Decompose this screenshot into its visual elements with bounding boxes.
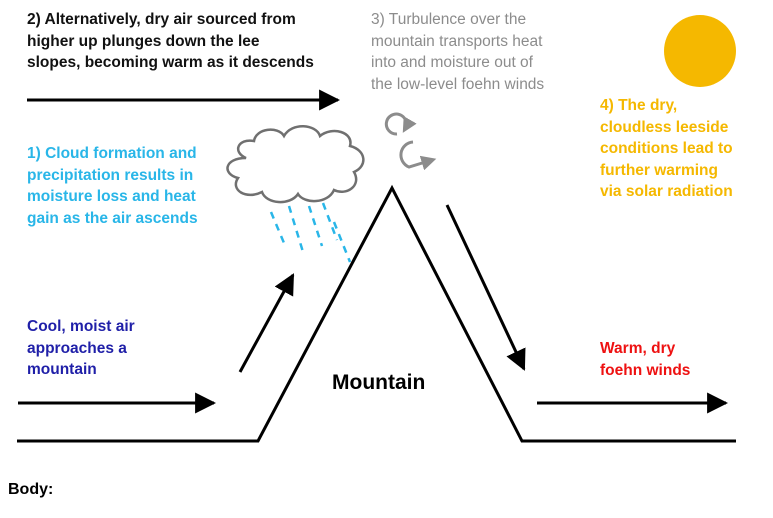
body-label: Body:	[8, 481, 54, 498]
turbulence-icon	[384, 112, 437, 171]
label-line: 1) Cloud formation and	[27, 145, 197, 162]
ascent-arrow	[238, 273, 295, 373]
label-line: via solar radiation	[600, 183, 733, 200]
rain-icon	[269, 202, 352, 263]
label-line: Warm, dry	[600, 340, 676, 357]
label-line: moisture loss and heat	[27, 188, 196, 205]
label-line: foehn winds	[600, 361, 691, 379]
label-line: mountain	[27, 361, 97, 378]
label-line: gain as the air ascends	[27, 209, 198, 227]
label-line: precipitation results in	[27, 166, 194, 184]
label-line: higher up plunges down the lee	[27, 32, 260, 50]
step-3-label: 3) Turbulence over the mountain transport…	[371, 9, 544, 95]
step-4-label: 4) The dry, cloudless leeside conditions l…	[600, 95, 733, 203]
label-line: 2) Alternatively, dry air sourced from	[27, 11, 296, 28]
step-1-label: 1) Cloud formation and precipitation resu…	[27, 143, 198, 229]
label-line: slopes, becoming warm as it descends	[27, 54, 314, 71]
sun-icon	[664, 15, 736, 87]
step-2-label: 2) Alternatively, dry air sourced from hi…	[27, 9, 314, 74]
label-line: Cool, moist air	[27, 318, 135, 335]
label-line: mountain transports heat	[371, 32, 543, 50]
warm-winds-label: Warm, dry foehn winds	[600, 338, 690, 381]
cloud-icon	[226, 125, 365, 204]
mountain-label: Mountain	[332, 371, 426, 394]
label-line: 4) The dry,	[600, 97, 678, 114]
label-line: approaches a	[27, 339, 127, 357]
label-line: conditions lead to	[600, 140, 733, 157]
label-line: 3) Turbulence over the	[371, 11, 527, 28]
label-line: the low-level foehn winds	[371, 75, 545, 93]
label-line: cloudless leeside	[600, 118, 729, 136]
label-line: further warming	[600, 161, 718, 179]
mountain-outline	[17, 184, 736, 443]
descent-arrow	[445, 204, 526, 371]
label-line: into and moisture out of	[371, 54, 533, 71]
cool-air-label: Cool, moist air approaches a mountain	[27, 316, 135, 381]
